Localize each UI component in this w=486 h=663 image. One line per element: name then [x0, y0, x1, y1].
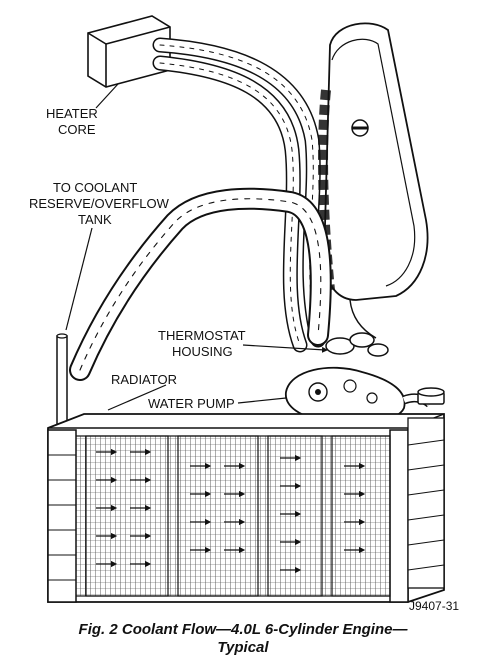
figure-caption-line1: Fig. 2 Coolant Flow—4.0L 6-Cylinder Engi… [78, 621, 408, 638]
leader-lines [65, 83, 328, 411]
engine-cylinder-head [318, 22, 429, 339]
label-reserve-2: RESERVE/OVERFLOW [29, 196, 170, 211]
reserve-hose [69, 187, 332, 381]
figure-reference: J9407-31 [409, 599, 459, 613]
label-radiator: RADIATOR [111, 372, 177, 387]
label-water-pump: WATER PUMP [148, 396, 235, 411]
radiator-cap [417, 387, 445, 405]
label-reserve-1: TO COOLANT [53, 180, 137, 195]
label-thermostat-1: THERMOSTAT [158, 328, 246, 343]
label-heater-core-2: CORE [58, 122, 96, 137]
thermostat-housing [325, 332, 389, 357]
label-reserve-3: TANK [78, 212, 112, 227]
radiator [47, 413, 445, 603]
figure-caption-line2: Typical [217, 639, 269, 656]
label-heater-core-1: HEATER [46, 106, 98, 121]
label-thermostat-2: HOUSING [172, 344, 233, 359]
overflow-tube [56, 333, 68, 429]
